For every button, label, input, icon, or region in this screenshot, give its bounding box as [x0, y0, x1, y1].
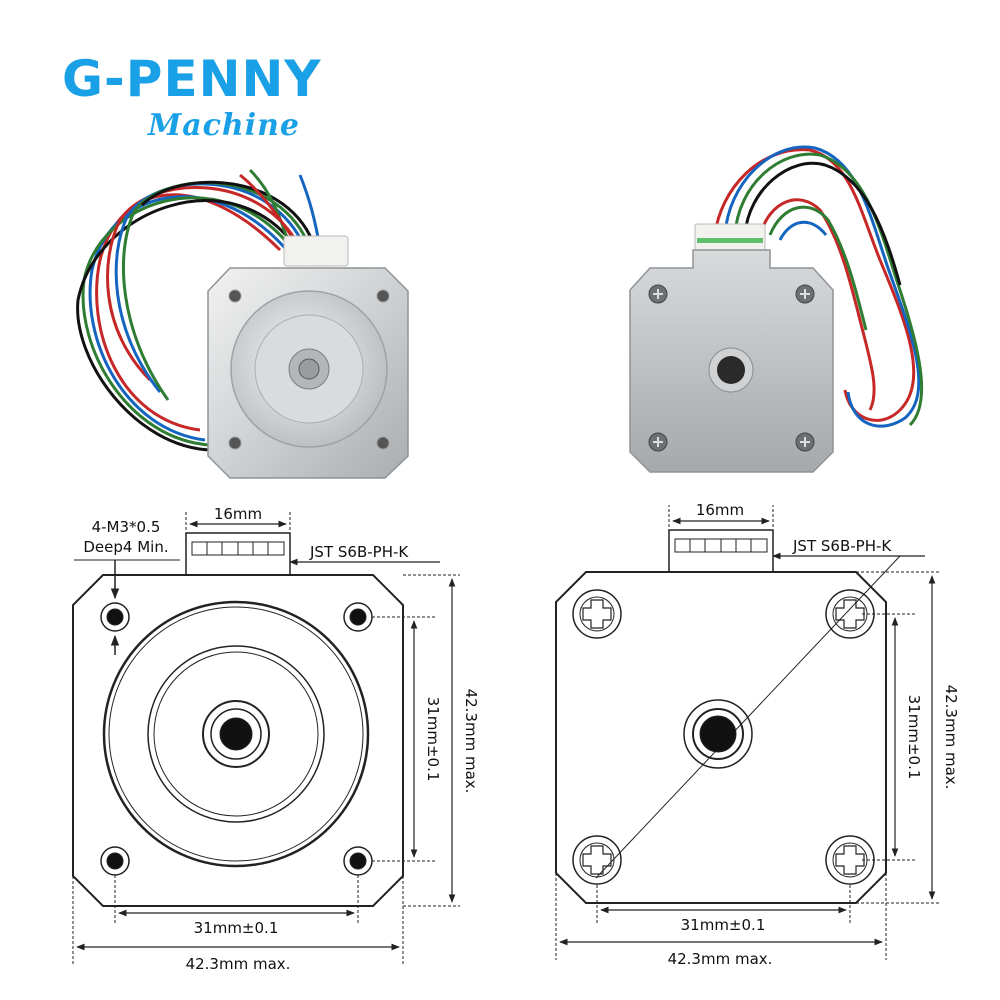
rear-technical-drawing: [555, 505, 940, 960]
brand-subtitle: Machine: [148, 108, 301, 143]
front-connector-width-label: 16mm: [214, 505, 262, 523]
rear-drawing-labels: 16mm JST S6B-PH-K 31mm±0.1 42.3mm max. 3…: [668, 501, 960, 968]
motor-front-photo: [76, 168, 409, 479]
rear-connector-width-label: 16mm: [696, 501, 744, 519]
motor-front-connector: [283, 235, 349, 267]
front-hole-spec-line2: Deep4 Min.: [83, 538, 168, 556]
rear-mount-screws: [572, 589, 875, 885]
brand-name: G-PENNY: [62, 50, 322, 108]
front-connector-label: JST S6B-PH-K: [309, 543, 409, 561]
rear-body-height-label: 42.3mm max.: [942, 685, 960, 790]
rear-hole-pitch-h-label: 31mm±0.1: [681, 916, 766, 934]
front-body-height-label: 42.3mm max.: [462, 689, 480, 794]
motor-rear-connector: [694, 223, 766, 251]
motor-rear-wires: [713, 145, 924, 428]
rear-connector-label: JST S6B-PH-K: [792, 537, 892, 555]
front-hole-spec-line1: 4-M3*0.5: [92, 518, 161, 536]
front-mount-holes: [100, 602, 373, 876]
motor-rear-photo: [629, 145, 924, 473]
front-hole-pitch-h-label: 31mm±0.1: [194, 919, 279, 937]
motor-front-wires: [76, 168, 322, 452]
front-technical-drawing: [72, 512, 460, 965]
rear-body-width-label: 42.3mm max.: [668, 950, 773, 968]
front-body-width-label: 42.3mm max.: [186, 955, 291, 973]
front-hole-pitch-v-label: 31mm±0.1: [424, 697, 442, 782]
rear-hole-pitch-v-label: 31mm±0.1: [905, 695, 923, 780]
front-drawing-labels: 4-M3*0.5 Deep4 Min. 16mm JST S6B-PH-K 31…: [83, 505, 480, 973]
